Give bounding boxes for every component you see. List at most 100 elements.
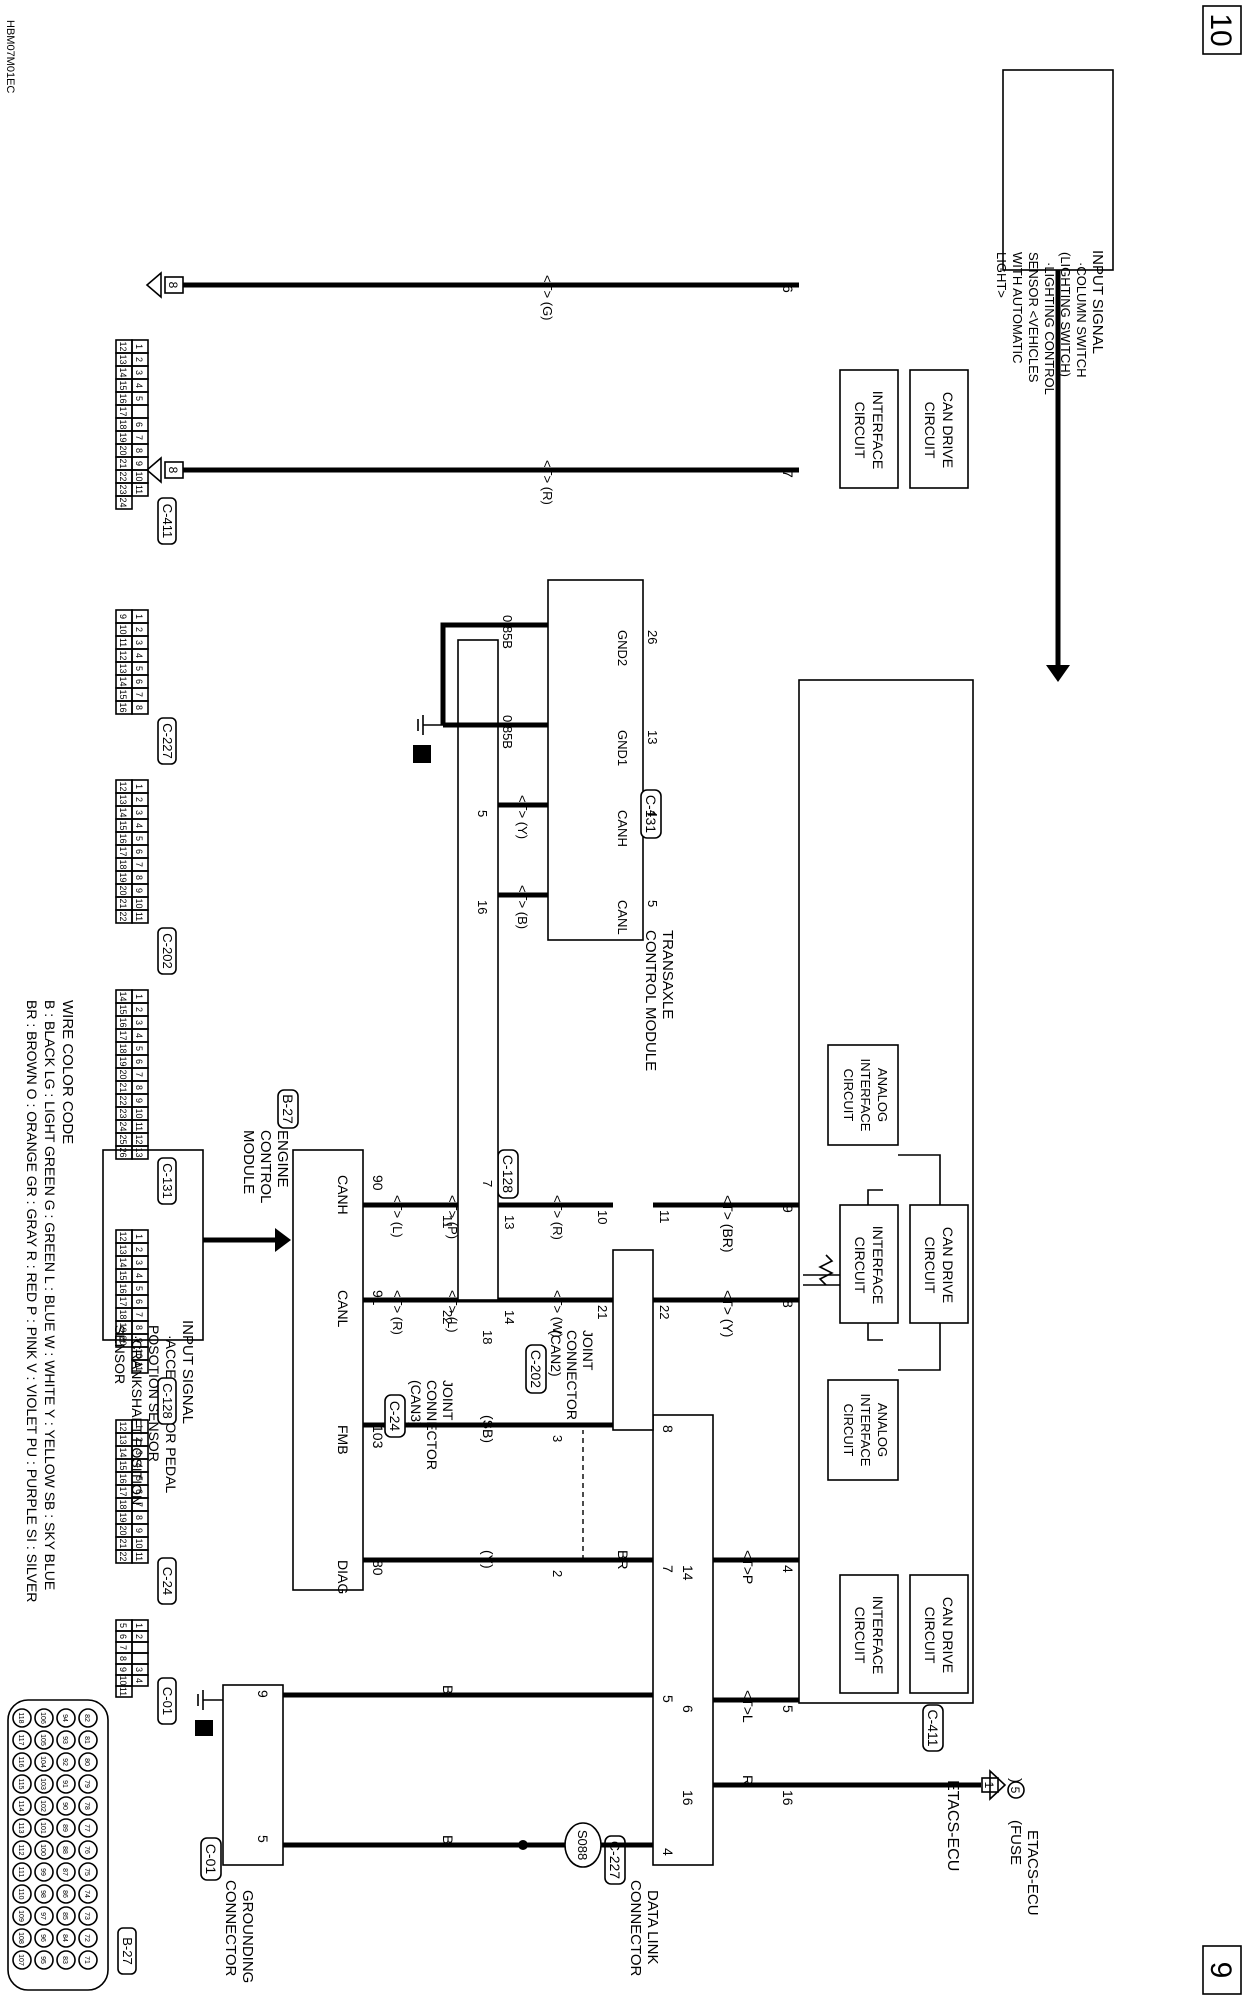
c227-pin: 2 xyxy=(134,627,144,632)
tcm-joint-pin-16: 16 xyxy=(475,900,490,914)
analog-2-line2: INTERFACE xyxy=(858,1059,873,1132)
b27-pin-circle xyxy=(12,1818,32,1838)
c411-pin: 3 xyxy=(134,370,144,375)
page-number-box-left xyxy=(1202,1945,1242,1995)
c202-pin: 3 xyxy=(134,810,144,815)
dlc-pin-16: 16 xyxy=(680,1790,696,1806)
input-signal-ecm-title: INPUT SIGNAL xyxy=(179,1320,196,1424)
can2-pin-11: 11 xyxy=(657,1210,672,1224)
tcm-terminal-canh: CANH xyxy=(615,810,630,847)
b27-pin: 102 xyxy=(39,1800,46,1812)
b27-pin-circle xyxy=(56,1774,76,1794)
c202-badge xyxy=(157,927,177,975)
b27-label: B-27 xyxy=(120,1937,135,1964)
grounding-badge xyxy=(200,1837,222,1881)
can3-connector-label: C-24 xyxy=(387,1401,403,1432)
page-number-left: 9 xyxy=(1204,1962,1237,1979)
tcm-pin-13: 13 xyxy=(645,730,660,744)
c202-pin: 21 xyxy=(118,898,128,908)
c202-pin: 14 xyxy=(118,807,128,817)
input-ecm-item-1: POSOTION SENSOR xyxy=(146,1325,162,1462)
b27-pin-circle xyxy=(78,1840,98,1860)
wire-label-br: BR xyxy=(615,1550,631,1569)
c202-pin: 2 xyxy=(134,797,144,802)
c131-pin: 21 xyxy=(118,1082,128,1092)
c128-label: C-128 xyxy=(160,1383,175,1418)
c128-pin: 1 xyxy=(134,1234,144,1239)
c24-badge xyxy=(157,1557,177,1605)
c131-pin: 2 xyxy=(134,1007,144,1012)
c411-pin: 14 xyxy=(118,367,128,377)
b27-pin: 105 xyxy=(39,1734,46,1746)
b27-pin: 96 xyxy=(39,1934,46,1942)
ecm-title-1: ENGINE xyxy=(274,1130,291,1188)
c411-pin: 23 xyxy=(118,484,128,494)
c411-pin: 2 xyxy=(134,357,144,362)
c131-pin: 18 xyxy=(118,1043,128,1053)
tcm-pin-4: 4 xyxy=(645,810,660,817)
c202-pin: 13 xyxy=(118,794,128,804)
ecu-pin-6: 6 xyxy=(780,285,796,293)
c227-cell xyxy=(115,700,133,715)
b27-pin: 115 xyxy=(17,1778,24,1789)
can3-pin-7: 7 xyxy=(480,1180,495,1187)
c24-pin: 6 xyxy=(134,1489,144,1494)
b27-pin-circle xyxy=(56,1796,76,1816)
wire-label-sb: (SB) xyxy=(480,1415,496,1443)
wire-label-tp2: <T> (P) xyxy=(445,1195,460,1239)
c128-pin: 11 xyxy=(134,1362,144,1371)
c202-pin: 15 xyxy=(118,820,128,830)
c128-pin-13: 13 xyxy=(502,1215,517,1229)
c227-pin: 6 xyxy=(134,679,144,684)
c128-pin: 14 xyxy=(118,1257,128,1267)
wire-label-tg: <T> (G) xyxy=(540,275,555,321)
c411-pin: 12 xyxy=(118,341,128,351)
b27-pin-circle xyxy=(12,1950,32,1970)
b27-pin: 79 xyxy=(83,1780,90,1788)
b27-pin: 112 xyxy=(17,1844,24,1855)
ecm-badge xyxy=(277,1089,299,1129)
b27-pin-circle xyxy=(34,1884,54,1904)
interface-3-line1: INTERFACE xyxy=(870,391,886,470)
ecm-title-3: MODULE xyxy=(240,1130,257,1194)
tcm-terminal-gnd1: GND1 xyxy=(615,730,630,766)
wire-label-ecm-tr: <T> (R) xyxy=(390,1290,405,1335)
ecm-terminal-canh: CANH xyxy=(335,1175,351,1215)
ecm-pin-80: 80 xyxy=(370,1560,386,1576)
c24-pin: 3 xyxy=(134,1450,144,1455)
grounding-title-2: CONNECTOR xyxy=(222,1880,239,1977)
can3-pin-22: 22 xyxy=(440,1310,455,1324)
c01-cell xyxy=(131,1641,149,1654)
interface-block-2 xyxy=(839,1204,899,1324)
b27-pin-circle xyxy=(12,1928,32,1948)
resistor-leads xyxy=(803,1274,840,1286)
b27-pin-circle xyxy=(78,1862,98,1882)
tcm-pin-5: 5 xyxy=(645,900,660,907)
c202-pin: 12 xyxy=(118,781,128,791)
b27-pin: 108 xyxy=(17,1932,24,1944)
c24-pin: 13 xyxy=(118,1434,128,1444)
c24-pin: 4 xyxy=(134,1463,144,1468)
tcm-title-1: TRANSAXLE xyxy=(659,930,676,1019)
c24-pin: 17 xyxy=(118,1486,128,1496)
c01-pin: 5 xyxy=(118,1623,128,1628)
c411-pin: 15 xyxy=(118,380,128,390)
c24-pin: 15 xyxy=(118,1460,128,1470)
b27-pin: 95 xyxy=(39,1956,46,1964)
b27-pin: 83 xyxy=(61,1956,68,1964)
c131-pin: 24 xyxy=(118,1121,128,1131)
c01-pin: 4 xyxy=(134,1678,144,1683)
c24-pin: 16 xyxy=(118,1473,128,1483)
wire-label-b-2: B xyxy=(440,1685,456,1694)
c202-pin: 5 xyxy=(134,836,144,841)
fuse-ref: 1 xyxy=(982,1782,996,1789)
ecm-pin-103: 103 xyxy=(370,1425,386,1449)
b27-pin: 92 xyxy=(61,1758,68,1766)
interface-block-1 xyxy=(839,1574,899,1694)
dlc-pin-5: 5 xyxy=(660,1695,676,1703)
b27-pin: 74 xyxy=(83,1890,90,1898)
engine-control-module xyxy=(292,1149,364,1591)
c227-pin: 11 xyxy=(118,638,128,647)
can-drive-1-line2: CIRCUIT xyxy=(922,1607,938,1664)
c202-pin: 10 xyxy=(134,898,144,908)
